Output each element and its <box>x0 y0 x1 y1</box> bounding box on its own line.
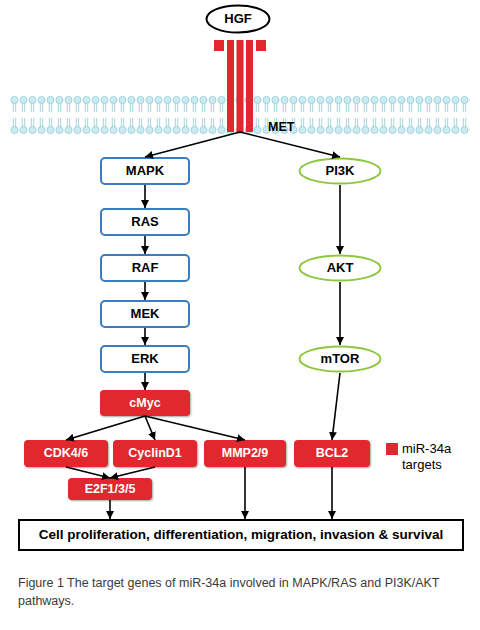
target-box: cMyc <box>100 390 190 416</box>
ligand-oval: HGF <box>205 4 271 34</box>
node-label: E2F1/3/5 <box>85 482 136 496</box>
arrow-connector <box>331 467 333 519</box>
node-label: CDK4/6 <box>44 446 88 460</box>
node-label: PI3K <box>326 164 355 179</box>
node-label: MET <box>268 120 294 134</box>
receptor-bar <box>256 40 266 51</box>
node-label: CyclinD1 <box>128 446 182 460</box>
arrow-connector <box>339 282 341 345</box>
legend-text: miR-34a targets <box>402 441 464 472</box>
node-label: RAF <box>132 261 159 276</box>
receptor-bar <box>214 40 224 51</box>
pathway-box: RAS <box>100 208 190 236</box>
arrow-connector <box>339 185 341 254</box>
target-box: CyclinD1 <box>113 440 197 467</box>
node-label: MEK <box>131 307 160 322</box>
node-label: BCL2 <box>316 446 349 460</box>
pathway-box: ERK <box>100 345 190 373</box>
target-box: E2F1/3/5 <box>68 478 152 500</box>
arrow-connector <box>145 416 245 440</box>
pathway-oval: PI3K <box>298 157 382 185</box>
figure-caption: Figure 1 The target genes of miR-34a inv… <box>18 574 464 610</box>
arrow-connector <box>332 373 340 440</box>
receptor-bar <box>237 40 244 132</box>
pathway-oval: mTOR <box>298 345 382 373</box>
receptor-symbol: MET <box>214 36 266 132</box>
node-label: AKT <box>327 261 354 276</box>
receptor-bar <box>227 40 234 132</box>
arrow-connector <box>144 282 146 300</box>
target-box: MMP2/9 <box>204 440 286 467</box>
arrow-connector <box>144 328 146 345</box>
node-label: HGF <box>224 12 251 27</box>
arrow-connector <box>144 373 146 390</box>
oval-outline <box>300 159 381 184</box>
arrow-connector <box>145 416 155 440</box>
outcome-box: Cell proliferation, differentiation, mig… <box>18 519 464 551</box>
node-label: cMyc <box>129 396 160 410</box>
legend-swatch <box>386 443 398 455</box>
target-box: BCL2 <box>294 440 370 467</box>
arrow-connector <box>109 500 111 519</box>
arrow-connector <box>110 467 155 478</box>
node-label: RAS <box>131 215 158 230</box>
pathway-box: MEK <box>100 300 190 328</box>
arrow-connector <box>244 467 246 519</box>
arrow-connector <box>240 132 340 157</box>
arrow-connector <box>144 236 146 254</box>
caption-text: Figure 1 The target genes of miR-34a inv… <box>18 576 439 608</box>
target-box: CDK4/6 <box>24 440 108 467</box>
receptor-bars <box>214 36 266 132</box>
arrow-connector <box>66 416 145 440</box>
node-label: ERK <box>131 352 158 367</box>
node-label: mTOR <box>321 352 360 367</box>
oval-outline <box>207 6 270 33</box>
pathway-box: MAPK <box>100 157 190 185</box>
pathway-box: RAF <box>100 254 190 282</box>
pathway-oval: AKT <box>298 254 382 282</box>
node-label: MMP2/9 <box>222 446 269 460</box>
arrow-connector <box>144 185 146 208</box>
node-label: MAPK <box>126 164 164 179</box>
oval-outline <box>300 256 381 281</box>
node-label: Cell proliferation, differentiation, mig… <box>39 527 443 543</box>
arrow-connector <box>145 132 240 157</box>
receptor-bar <box>246 40 253 132</box>
arrow-connector <box>66 467 110 478</box>
oval-outline <box>300 347 381 372</box>
